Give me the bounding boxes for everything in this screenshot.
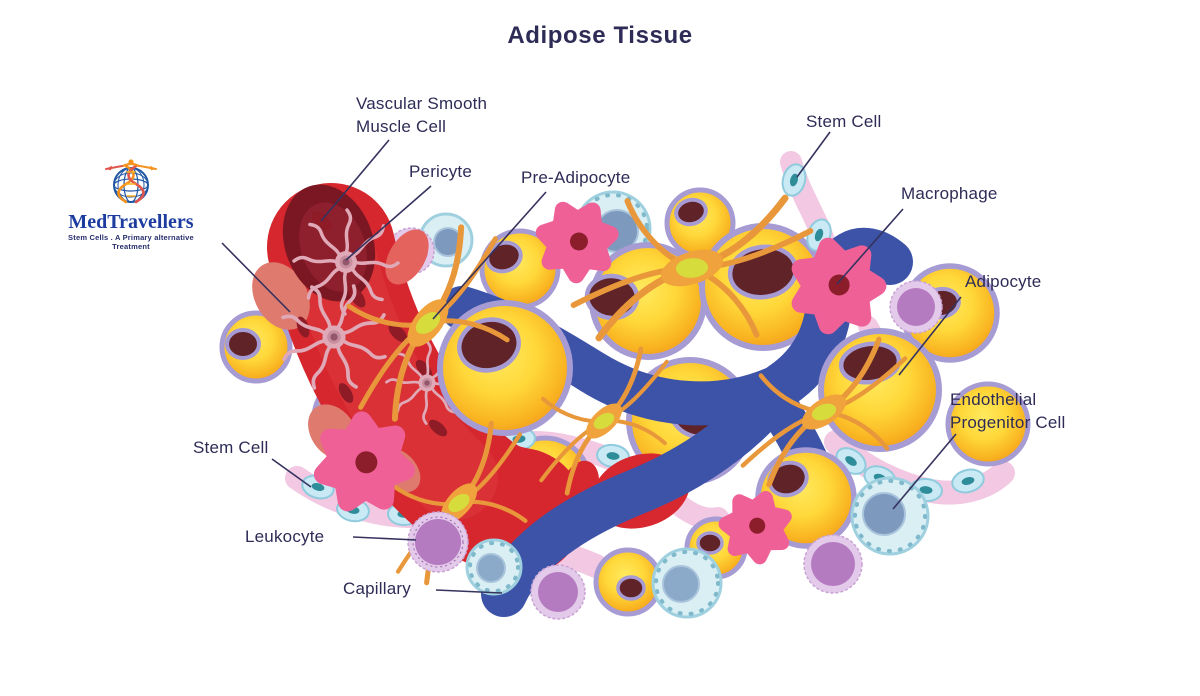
leader-pericyte: [345, 185, 432, 261]
medtravellers-logo: MedTravellers Stem Cells . A Primary alt…: [52, 158, 210, 251]
leader-leukocyte: [352, 536, 417, 541]
label-stem-cell-top: Stem Cell: [806, 112, 882, 131]
label-line: Endothelial: [950, 390, 1037, 409]
label-vascular-smooth-muscle-cell: Vascular Smooth Muscle Cell: [356, 92, 487, 138]
leukocyte-cell: [530, 564, 586, 620]
endothelial-progenitor-cell: [465, 538, 523, 596]
label-stem-cell-left: Stem Cell: [193, 438, 269, 457]
vessel-patch: [252, 262, 310, 330]
adipocyte-cell: [945, 381, 1031, 467]
adipocyte-cell-labeled: [818, 328, 942, 452]
adipocyte-cell: [593, 547, 663, 617]
leukocyte-cell: [803, 534, 863, 594]
label-macrophage: Macrophage: [901, 184, 998, 203]
adipocyte-cell: [219, 310, 293, 384]
leader-lines: [221, 131, 962, 594]
leader-vascular-smooth-muscle-cell: [320, 139, 390, 222]
leader-adipocyte: [898, 296, 962, 376]
endothelial-progenitor-cell-labeled: [850, 476, 930, 556]
endothelial-progenitor-cells: [465, 476, 930, 619]
label-capillary: Capillary: [343, 579, 411, 598]
medtravellers-logo-icon: [105, 159, 157, 204]
leukocyte-cell: [889, 280, 943, 334]
arrow-icons: [105, 165, 157, 171]
leader-pre-adipocyte: [432, 191, 547, 320]
leader-macrophage: [836, 208, 904, 285]
adipocyte-cell: [699, 223, 827, 351]
macrophage-cell-labeled: [801, 247, 877, 325]
label-line: Muscle Cell: [356, 117, 447, 136]
label-pericyte: Pericyte: [409, 162, 473, 181]
leader-smooth-muscle-patch: [221, 242, 291, 313]
page-title: Adipose Tissue: [507, 22, 693, 49]
label-endothelial-progenitor-cell: Endothelial Progenitor Cell: [950, 388, 1065, 434]
endothelial-progenitor-cell: [651, 547, 723, 619]
vessel-patch: [385, 229, 429, 285]
logo-name: MedTravellers: [68, 211, 194, 233]
dna-helix-icon: [117, 164, 145, 204]
label-line: Vascular Smooth: [356, 94, 488, 113]
leader-stem-cell-left: [271, 458, 312, 488]
leukocyte-cells: [407, 280, 943, 620]
leukocyte-cell-labeled: [407, 511, 469, 573]
leader-endothelial-progenitor-cell: [892, 433, 957, 510]
label-adipocyte: Adipocyte: [965, 272, 1042, 291]
label-line: Progenitor Cell: [950, 413, 1066, 432]
traveller-figure-icon: [121, 159, 141, 168]
logo-tagline: Stem Cells . A Primary alternative Treat…: [68, 233, 194, 251]
label-leukocyte: Leukocyte: [245, 527, 325, 546]
leader-stem-cell-top: [796, 131, 831, 178]
leader-capillary: [435, 589, 503, 594]
label-pre-adipocyte: Pre-Adipocyte: [521, 168, 631, 187]
adipocyte-cell: [437, 300, 573, 436]
